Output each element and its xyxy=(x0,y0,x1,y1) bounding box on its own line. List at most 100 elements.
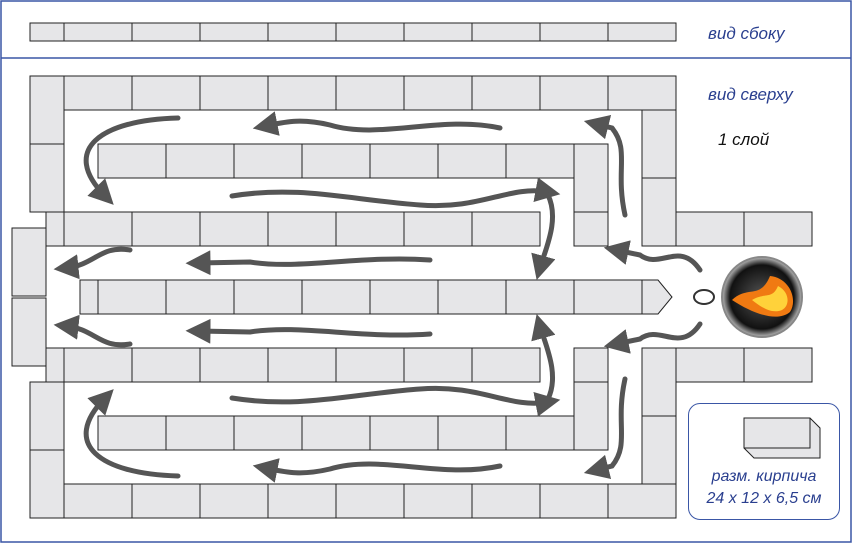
flue-gas-arrow xyxy=(53,246,133,280)
brick xyxy=(335,483,405,519)
brick xyxy=(573,279,643,315)
brick xyxy=(471,483,541,519)
brick xyxy=(131,211,201,247)
brick xyxy=(539,483,609,519)
brick xyxy=(471,347,541,383)
brick xyxy=(165,279,235,315)
brick xyxy=(97,143,167,179)
brick xyxy=(11,297,47,367)
brick xyxy=(131,483,201,519)
brick xyxy=(437,279,507,315)
brick xyxy=(165,143,235,179)
brick xyxy=(301,279,371,315)
brick xyxy=(11,227,47,297)
brick xyxy=(199,75,269,111)
brick xyxy=(131,75,201,111)
layer-label: 1 слой xyxy=(718,130,770,149)
brick xyxy=(29,22,65,42)
flue-gas-arrow xyxy=(83,389,181,479)
flue-gas-arrow xyxy=(583,114,628,218)
brick xyxy=(45,347,65,383)
flue-gas-arrow xyxy=(531,313,556,402)
brick xyxy=(233,279,303,315)
brick xyxy=(437,415,507,451)
brick xyxy=(403,347,473,383)
brick xyxy=(369,279,439,315)
brick xyxy=(743,211,813,247)
brick xyxy=(573,381,609,451)
brick xyxy=(607,75,677,111)
legend-dimensions: 24 x 12 x 6,5 см xyxy=(706,490,822,507)
flue-gas-arrow xyxy=(53,314,133,348)
brick xyxy=(505,279,575,315)
brick xyxy=(607,22,677,42)
brick xyxy=(539,75,609,111)
brick xyxy=(63,483,133,519)
brick xyxy=(97,415,167,451)
brick xyxy=(471,75,541,111)
brick xyxy=(641,109,677,179)
flue-gas-arrow xyxy=(229,385,561,417)
brick xyxy=(403,483,473,519)
brick xyxy=(369,143,439,179)
brick xyxy=(641,415,677,485)
brick xyxy=(29,143,65,213)
brick xyxy=(573,211,609,247)
brick xyxy=(267,347,337,383)
brick xyxy=(199,22,269,42)
brick xyxy=(79,279,99,315)
brick xyxy=(233,143,303,179)
brick xyxy=(97,279,167,315)
brick xyxy=(505,415,575,451)
brick xyxy=(607,483,677,519)
brick-size-legend: разм. кирпича 24 x 12 x 6,5 см xyxy=(688,403,840,520)
brick xyxy=(573,347,609,383)
brick xyxy=(45,211,65,247)
fire-icon xyxy=(693,256,803,338)
brick-3d-icon xyxy=(743,417,821,459)
flue-gas-arrow xyxy=(603,321,703,354)
brick xyxy=(743,347,813,383)
flue-gas-arrow xyxy=(252,111,503,136)
top-view-label: вид сверху xyxy=(708,85,793,104)
brick xyxy=(335,211,405,247)
brick xyxy=(335,22,405,42)
brick xyxy=(675,211,745,247)
brick xyxy=(539,22,609,42)
flue-gas-arrow xyxy=(583,376,628,480)
brick xyxy=(165,415,235,451)
flue-gas-arrow xyxy=(603,240,703,273)
brick xyxy=(573,143,609,213)
center-brick-pointed-end xyxy=(641,279,673,315)
brick xyxy=(641,347,677,417)
brick xyxy=(335,75,405,111)
brick xyxy=(437,143,507,179)
side-view-label: вид сбоку xyxy=(708,24,785,43)
brick xyxy=(63,347,133,383)
flue-gas-arrow xyxy=(185,250,433,276)
legend-title: разм. кирпича xyxy=(711,468,817,485)
brick xyxy=(403,75,473,111)
brick xyxy=(267,211,337,247)
brick xyxy=(233,415,303,451)
brick xyxy=(63,75,133,111)
brick xyxy=(199,483,269,519)
brick xyxy=(131,22,201,42)
brick xyxy=(63,22,133,42)
brick xyxy=(63,211,133,247)
brick xyxy=(301,415,371,451)
brick xyxy=(29,449,65,519)
brick xyxy=(267,22,337,42)
brick xyxy=(29,381,65,451)
brick xyxy=(641,177,677,247)
brick xyxy=(267,75,337,111)
flue-gas-arrow xyxy=(185,318,433,344)
brick xyxy=(505,143,575,179)
brick xyxy=(267,483,337,519)
flue-gas-arrow xyxy=(252,458,503,483)
brick xyxy=(335,347,405,383)
brick xyxy=(29,75,65,145)
